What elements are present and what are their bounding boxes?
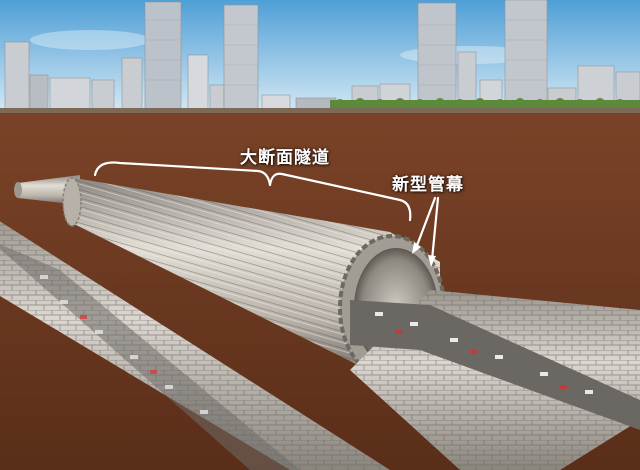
tunnel-brace: [93, 161, 412, 222]
pipe-roof-arrows: [414, 196, 440, 262]
left-road-tunnel: [0, 221, 390, 470]
new-pipe-roof-label: 新型管幕: [392, 175, 464, 195]
right-road-tunnel: [350, 290, 640, 470]
large-section-tunnel-label: 大断面隧道: [240, 148, 330, 168]
